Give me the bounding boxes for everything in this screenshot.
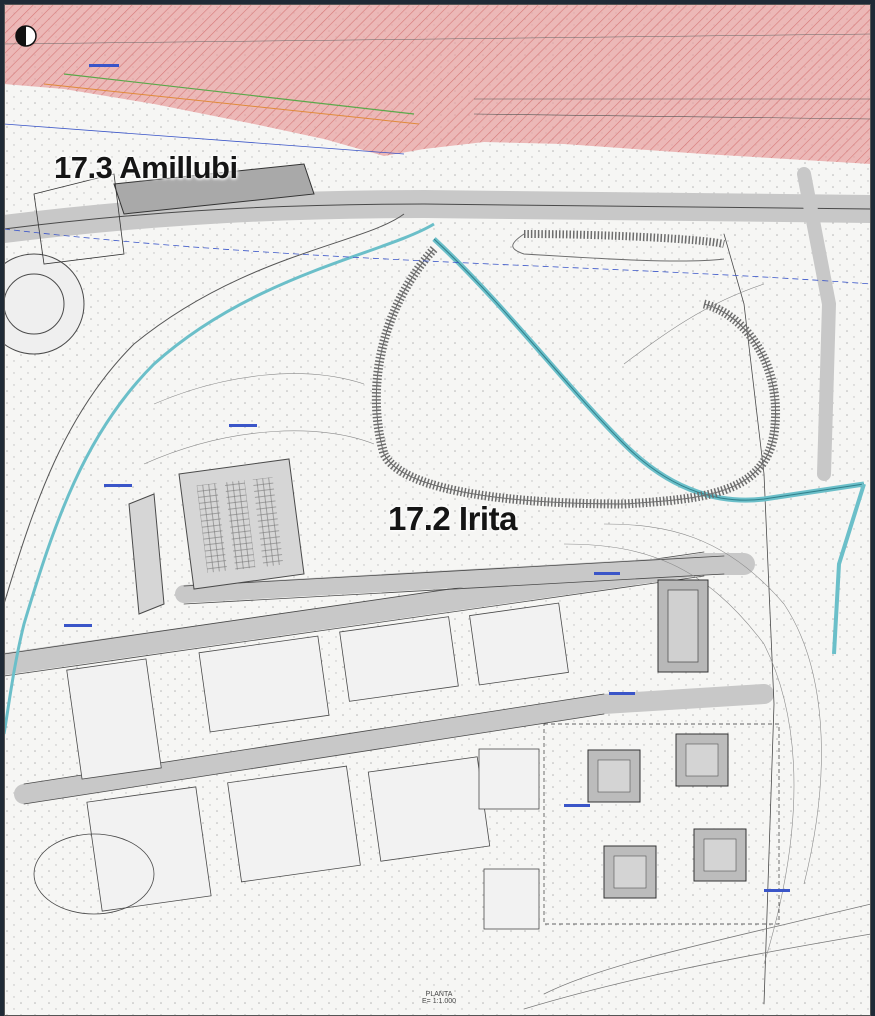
site-plan-drawing bbox=[4, 4, 871, 1016]
north-arrow-icon bbox=[14, 24, 38, 48]
river bbox=[4, 213, 866, 735]
survey-markers bbox=[64, 64, 790, 892]
plan-title-text: PLANTA bbox=[425, 991, 453, 998]
road-band-top bbox=[4, 4, 871, 164]
plan-title: PLANTA E= 1:1.000 bbox=[422, 991, 456, 1005]
roundabout bbox=[4, 253, 85, 355]
parking-lot bbox=[128, 458, 305, 615]
loop-path bbox=[371, 230, 780, 509]
zone-label-irita: 17.2 Irita bbox=[388, 500, 517, 537]
boundary-line bbox=[4, 228, 871, 285]
plan-sheet[interactable]: 17.3 Amillubi 17.2 Irita PLANTA E= 1:1.0… bbox=[4, 4, 871, 1016]
plan-scale-text: E= 1:1.000 bbox=[422, 998, 457, 1005]
building-plots bbox=[33, 602, 569, 930]
contours bbox=[143, 283, 822, 965]
roads bbox=[4, 167, 871, 1010]
amillubi-structure bbox=[33, 163, 315, 265]
zone-label-amillubi: 17.3 Amillubi bbox=[54, 150, 238, 185]
reservoir-tanks bbox=[543, 579, 780, 925]
